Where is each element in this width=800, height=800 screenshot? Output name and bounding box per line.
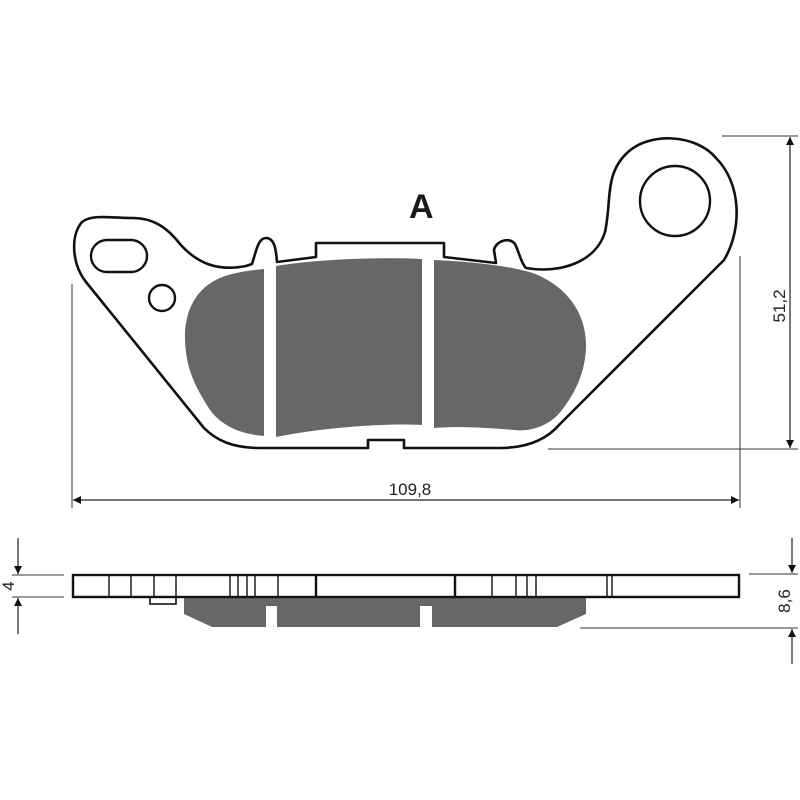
plate-section-lines bbox=[108, 576, 613, 596]
friction-pad-right bbox=[434, 260, 586, 431]
width-dimension: 109,8 bbox=[71, 256, 741, 508]
backing-plate-outline bbox=[72, 137, 738, 450]
plate-thickness-dimension: 4 bbox=[0, 538, 64, 634]
width-value: 109,8 bbox=[389, 480, 432, 499]
total-thickness-dimension: 8,6 bbox=[580, 538, 798, 664]
height-value: 51,2 bbox=[770, 289, 789, 322]
friction-pad-left bbox=[184, 269, 264, 436]
small-round-hole bbox=[147, 283, 177, 313]
plate-thickness-value: 4 bbox=[0, 581, 18, 590]
side-friction-material bbox=[184, 597, 586, 627]
side-backing-plate bbox=[71, 573, 741, 599]
view-label: A bbox=[409, 188, 434, 226]
slotted-hole bbox=[89, 238, 149, 274]
friction-pad-middle bbox=[276, 258, 422, 437]
total-thickness-value: 8,6 bbox=[775, 589, 794, 613]
front-view: A bbox=[72, 137, 738, 450]
large-round-hole bbox=[638, 164, 712, 238]
side-view bbox=[71, 573, 741, 627]
height-dimension: 51,2 bbox=[548, 135, 798, 450]
